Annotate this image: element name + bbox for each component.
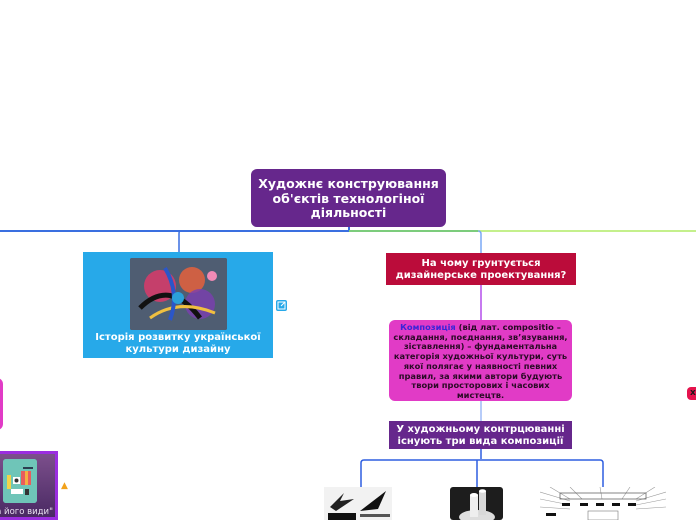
notification-bell-icon[interactable]: ▲ xyxy=(61,481,68,491)
history-node[interactable]: Історія розвитку української культури ди… xyxy=(83,252,273,358)
connector-question xyxy=(477,230,482,253)
root-node[interactable]: Художнє конструювання об'єктів технологі… xyxy=(251,169,446,227)
question-label: На чому грунтується дизайнерське проекту… xyxy=(395,258,567,281)
connector-history xyxy=(178,230,181,252)
composition-types-label: У художньому контрцюванні існують три ви… xyxy=(396,424,565,447)
left-image-card[interactable]: а його види" xyxy=(0,451,58,520)
ukrainian-decorative-art-image xyxy=(130,258,227,330)
connector-root-left xyxy=(0,227,350,232)
right-offscreen-badge[interactable]: x xyxy=(687,387,696,400)
spatial-composition-image[interactable] xyxy=(540,487,666,520)
planar-composition-image[interactable] xyxy=(324,487,392,520)
volumetric-composition-image[interactable] xyxy=(450,487,503,520)
root-title: Художнє конструювання об'єктів технологі… xyxy=(258,176,439,220)
external-link-icon[interactable] xyxy=(276,300,287,311)
left-card-caption: а його види" xyxy=(0,507,53,517)
design-tools-image xyxy=(3,459,37,503)
composition-text: (від лат. compositio – складання, поєдна… xyxy=(393,322,568,400)
composition-keyword: Композиція xyxy=(400,322,456,332)
history-label: Історія розвитку української культури ди… xyxy=(95,332,261,355)
left-offscreen-node[interactable] xyxy=(0,378,3,430)
question-node[interactable]: На чому грунтується дизайнерське проекту… xyxy=(386,253,576,285)
right-badge-label: x xyxy=(690,388,696,398)
connector-images xyxy=(360,449,604,487)
composition-types-node[interactable]: У художньому контрцюванні існують три ви… xyxy=(389,421,572,449)
composition-node[interactable]: Композиція (від лат. compositio – склада… xyxy=(389,320,572,401)
